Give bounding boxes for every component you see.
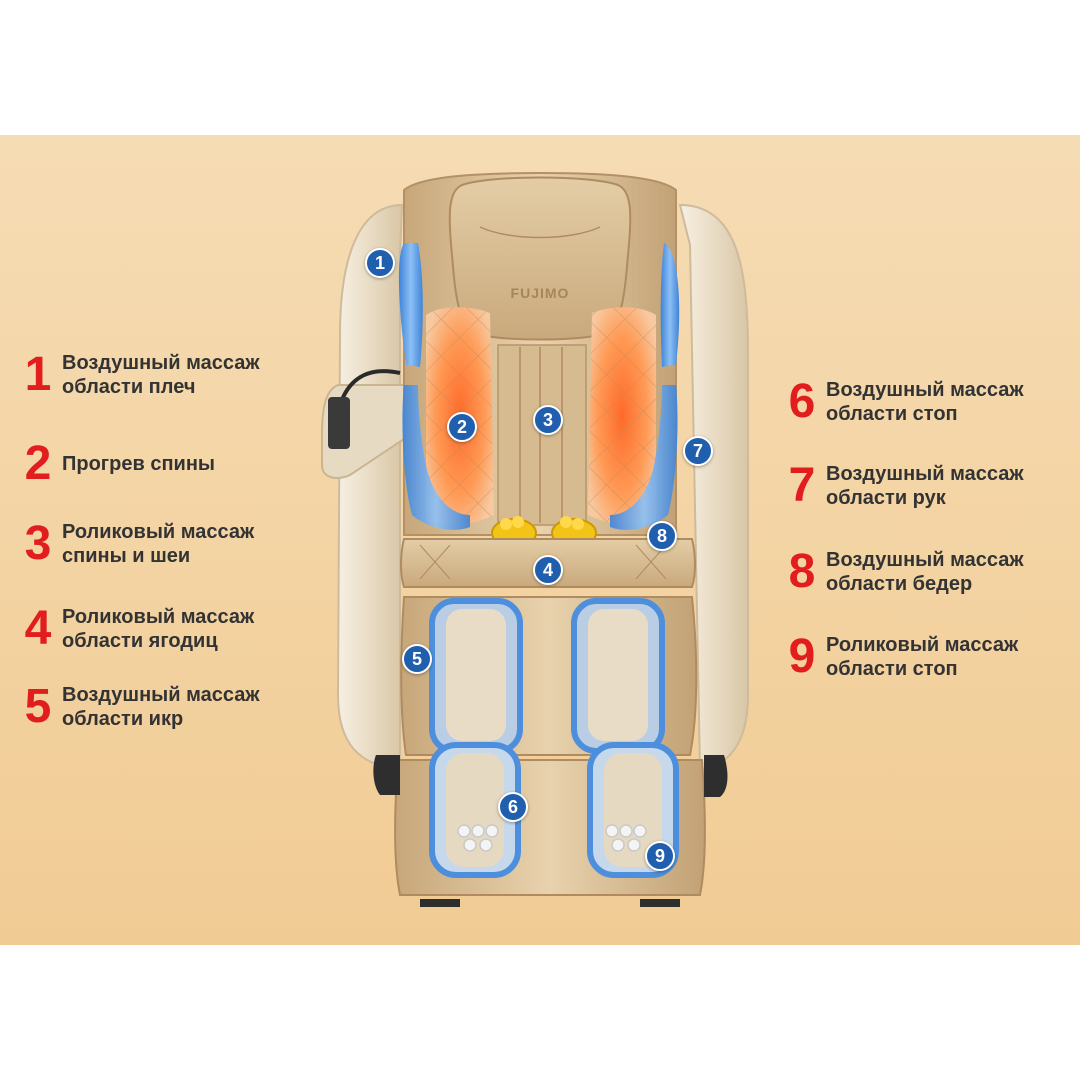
- chair-marker-8: 8: [647, 521, 677, 551]
- massage-chair-illustration: [321, 171, 749, 907]
- infographic-panel: FUJIMO 1 2 3 4 5 6 7 8 9 1 Воздушный мас…: [0, 135, 1080, 945]
- air-bag-arm-right: [610, 385, 678, 530]
- brand-logo: FUJIMO: [510, 285, 570, 301]
- legend-line: области бедер: [826, 573, 973, 595]
- chair-base: [373, 755, 400, 795]
- legend-item-2: 2 Прогрев спины: [20, 440, 215, 488]
- legend-line: Воздушный массаж: [826, 463, 1024, 485]
- air-bag-shoulder-right: [660, 243, 680, 367]
- legend-line: области стоп: [826, 658, 958, 680]
- legend-number: 9: [788, 630, 816, 683]
- chair-marker-2: 2: [447, 412, 477, 442]
- legend-line: области рук: [826, 487, 946, 509]
- legend-number: 1: [24, 348, 52, 401]
- legend-line: области плеч: [62, 376, 196, 398]
- legend-line: Воздушный массаж: [826, 549, 1024, 571]
- legend-number: 5: [24, 680, 52, 733]
- chair-shell: [336, 203, 404, 772]
- chair-marker-5: 5: [402, 644, 432, 674]
- chair-marker-7: 7: [683, 436, 713, 466]
- legend-line: Воздушный массаж: [62, 684, 260, 706]
- chair-marker-4: 4: [533, 555, 563, 585]
- air-bag-arm-left: [402, 385, 470, 530]
- chair-marker-9: 9: [645, 841, 675, 871]
- heat-pad-right: [588, 307, 656, 525]
- legend-number: 8: [788, 545, 816, 598]
- legend-number: 2: [24, 437, 52, 490]
- legend-line: Воздушный массаж: [62, 352, 260, 374]
- chair-marker-6: 6: [498, 792, 528, 822]
- remote-holder: [328, 397, 350, 449]
- legend-line: Роликовый массаж: [62, 606, 255, 628]
- legend-number: 7: [788, 459, 816, 512]
- legend-line: области ягодиц: [62, 630, 218, 652]
- legend-line: Роликовый массаж: [826, 634, 1019, 656]
- legend-line: Воздушный массаж: [826, 379, 1024, 401]
- roller-track: [497, 344, 587, 526]
- legend-number: 3: [24, 517, 52, 570]
- legend-line: спины и шеи: [62, 545, 191, 567]
- air-bag-shoulder-left: [398, 243, 423, 367]
- legend-line: Прогрев спины: [62, 453, 215, 475]
- chair-marker-1: 1: [365, 248, 395, 278]
- legend-line: Роликовый массаж: [62, 521, 255, 543]
- legend-number: 4: [24, 602, 52, 655]
- chair-marker-3: 3: [533, 405, 563, 435]
- remote-cable: [338, 369, 401, 406]
- legend-line: области стоп: [826, 403, 958, 425]
- legend-line: области икр: [62, 708, 184, 730]
- legend-number: 6: [788, 375, 816, 428]
- foot-rollers: [457, 824, 647, 852]
